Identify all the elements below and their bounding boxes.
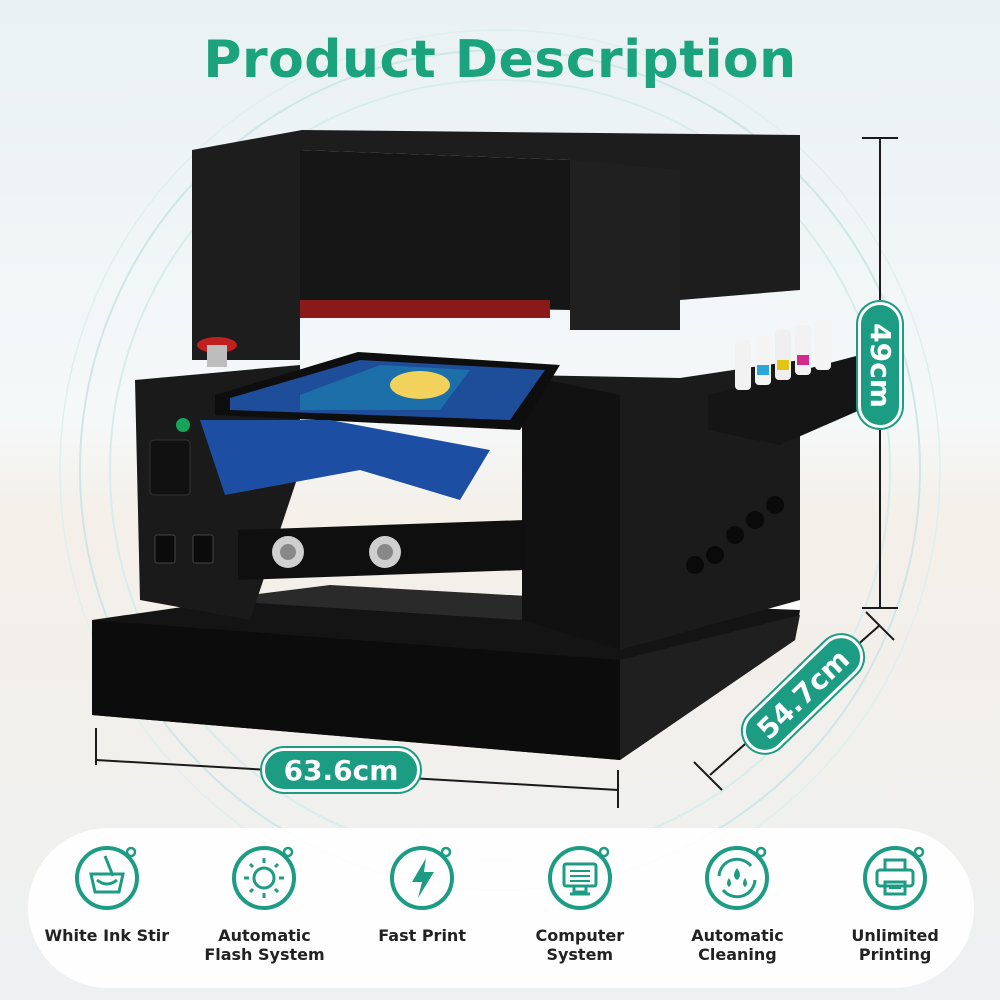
feature-white-ink-stir: White Ink Stir [32, 840, 182, 945]
height-dimension-text: 49cm [863, 322, 897, 408]
computer-system-icon [547, 846, 612, 910]
white-ink-stir-icon [74, 846, 139, 910]
feature-label: Computer System [535, 926, 625, 964]
feature-label: Unlimited Printing [851, 926, 939, 964]
fast-print-icon [390, 846, 455, 910]
feature-automatic-cleaning: Automatic Cleaning [662, 840, 812, 964]
feature-label: Automatic Flash System [204, 926, 325, 964]
feature-strip: White Ink Stir Automatic Flash System Fa… [28, 828, 974, 988]
feature-label: Fast Print [378, 926, 466, 945]
feature-unlimited-printing: Unlimited Printing [820, 840, 970, 964]
page-title: Product Description [203, 30, 797, 90]
feature-computer-system: Computer System [505, 840, 655, 964]
width-dimension-label: 63.6cm [262, 748, 420, 792]
feature-label: Automatic Cleaning [691, 926, 784, 964]
automatic-cleaning-icon [705, 846, 770, 910]
flash-system-icon [232, 846, 297, 910]
height-dimension-label: 49cm [858, 302, 902, 428]
unlimited-printing-icon [863, 846, 928, 910]
feature-label: White Ink Stir [44, 926, 170, 945]
feature-fast-print: Fast Print [347, 840, 497, 945]
feature-flash-system: Automatic Flash System [189, 840, 339, 964]
